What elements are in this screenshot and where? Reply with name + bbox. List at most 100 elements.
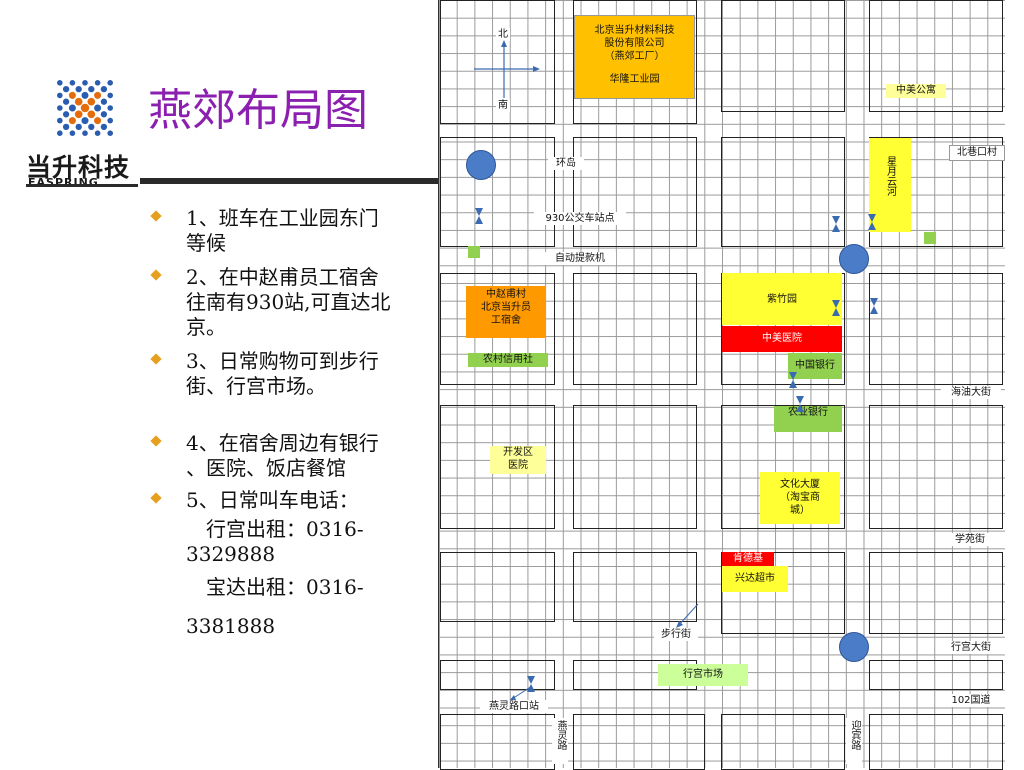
bullet-line: 4、在宿舍周边有银行 [186,431,379,455]
dorm-label: 中赵甫村 北京当升员 工宿舍 [466,286,546,338]
agricultural-bank-label: 农业银行 [774,406,842,432]
bus-stop-icon [527,676,535,692]
bullet-item: 1、班车在工业园东门 等候 [150,206,438,256]
map-block [869,0,1003,112]
company-line: 股份有限公司 [604,38,665,49]
yanling-stop-label: 燕灵路口站 [480,700,548,713]
bullet-line: 京。 [186,315,226,339]
wenhua-line: 城） [790,505,810,516]
bullet-line: 、医院、饭店餐馆 [186,456,346,480]
roundabout-marker-icon [839,632,869,662]
bus-stop-icon [832,300,840,316]
xingyue-yunhe-label: 星月云河 [869,138,911,232]
bullet-line: 2、在中赵甫员工宿舍 [186,265,379,289]
zizhuyuan-text: 紫竹园 [767,294,797,305]
brand-name-cn: 当升科技 [26,153,131,182]
map-block [440,405,555,529]
roundabout-marker-icon [839,244,869,274]
compass-south-label: 南 [496,99,510,112]
map-block [440,0,555,124]
industrial-park-label: 华隆工业园 [609,74,660,85]
wenhua-line: （淘宝商 [780,492,820,503]
xinggong-street-label: 行宫大街 [941,641,1001,654]
bullet-line: 街、行宫市场。 [186,374,326,398]
atm-label: 自动提款机 [544,252,616,265]
bullet-item: 5、日常叫车电话： 行宫出租：0316- 3329888 宝达出租：0316- … [150,488,438,639]
kaifaqu-hospital-label: 开发区 医院 [490,446,546,474]
dorm-line: 工宿舍 [491,315,521,326]
zhongmei-hospital-label: 中美医院 [722,326,842,352]
bullet-line: 5、日常叫车电话： [186,488,359,512]
yanling-road-text: 燕灵路 [555,720,566,750]
bullet-line: 3381888 [186,614,276,638]
bus-930-stop-label: 930公交车站点 [534,212,626,225]
bullet-line: 往南有930站,可直达北 [186,290,391,314]
map-block [573,405,697,529]
company-line: （燕郊工厂） [604,51,665,62]
bus-stop-icon [868,214,876,230]
bullet-line: 3329888 [186,542,276,566]
map-block [869,273,1003,385]
wenhua-building-label: 文化大厦 （淘宝商 城） [760,472,840,524]
bullet-line: 宝达出租：0316- [186,575,364,599]
map-block [440,714,555,770]
dorm-line: 北京当升员 [481,302,531,313]
pedestrian-street-label: 步行街 [654,628,698,641]
bullet-line: 1、班车在工业园东门 [186,206,379,230]
bullet-item: 2、在中赵甫员工宿舍 往南有930站,可直达北 京。 [150,265,438,340]
yingbin-road-text: 迎宾路 [849,720,860,750]
page-title: 燕郊布局图 [148,85,368,136]
zhongmei-apartment-label: 中美公寓 [886,84,946,98]
easpring-logo-icon [57,80,113,136]
bus-stop-icon [832,216,840,232]
map-block [440,137,555,247]
bus-stop-icon [870,298,878,314]
compass-north-label: 北 [496,28,510,41]
bullet-line: 行宫出租：0316- [186,517,364,541]
xinggong-market-label: 行宫市场 [658,664,748,686]
roundabout-label: 环岛 [548,157,584,170]
bus-stop-icon [475,208,483,224]
pointer-arrow-icon [676,603,699,628]
map-block [869,552,1003,634]
hospital-text: 中美医院 [762,333,802,344]
wenhua-line: 文化大厦 [780,479,820,490]
title-divider [140,178,440,184]
map-block [721,0,845,112]
yanling-road-label: 燕灵路 [552,718,568,764]
map-block [440,273,555,385]
map-block [573,0,697,124]
national-road-102-label: 102国道 [941,694,1001,707]
pointer-arrow-icon [509,685,533,701]
map-block [440,552,555,622]
hospital-line: 医院 [508,460,528,471]
map-block [573,552,697,622]
haiyou-street-label: 海油大街 [941,386,1001,399]
kfc-label: 肯德基 [722,552,774,566]
xingda-supermarket-label: 兴达超市 [722,566,788,592]
green-marker-icon [468,246,480,258]
brand-name-en: EASPRING [28,176,99,189]
bank-of-china-label: 中国银行 [788,353,842,379]
rural-credit-label: 农村信用社 [468,353,548,367]
bullet-list: 1、班车在工业园东门 等候 2、在中赵甫员工宿舍 往南有930站,可直达北 京。… [150,206,438,639]
map-block [440,660,555,690]
bullet-item: 3、日常购物可到步行 街、行宫市场。 [150,349,438,399]
area-map: 北 南 北京当升材料科技 股份有限公司 （燕郊工厂） 华隆工业园 中美公寓 北巷… [438,0,1005,770]
bus-stop-icon [789,372,797,388]
company-factory-label: 北京当升材料科技 股份有限公司 （燕郊工厂） 华隆工业园 [574,15,695,99]
bullet-line: 等候 [186,231,226,255]
bullet-item: 4、在宿舍周边有银行 、医院、饭店餐馆 [150,431,438,481]
map-block [869,714,1003,770]
map-block [721,137,845,247]
map-block [721,552,845,634]
map-block [869,405,1003,529]
bullet-line: 3、日常购物可到步行 [186,349,379,373]
map-block [573,137,697,247]
green-marker-icon [924,232,936,244]
map-block [869,660,1003,690]
xingyue-text: 星月云河 [884,156,896,196]
logo-underline [26,184,138,187]
map-block [573,273,697,385]
compass-arrows-icon [474,40,540,98]
